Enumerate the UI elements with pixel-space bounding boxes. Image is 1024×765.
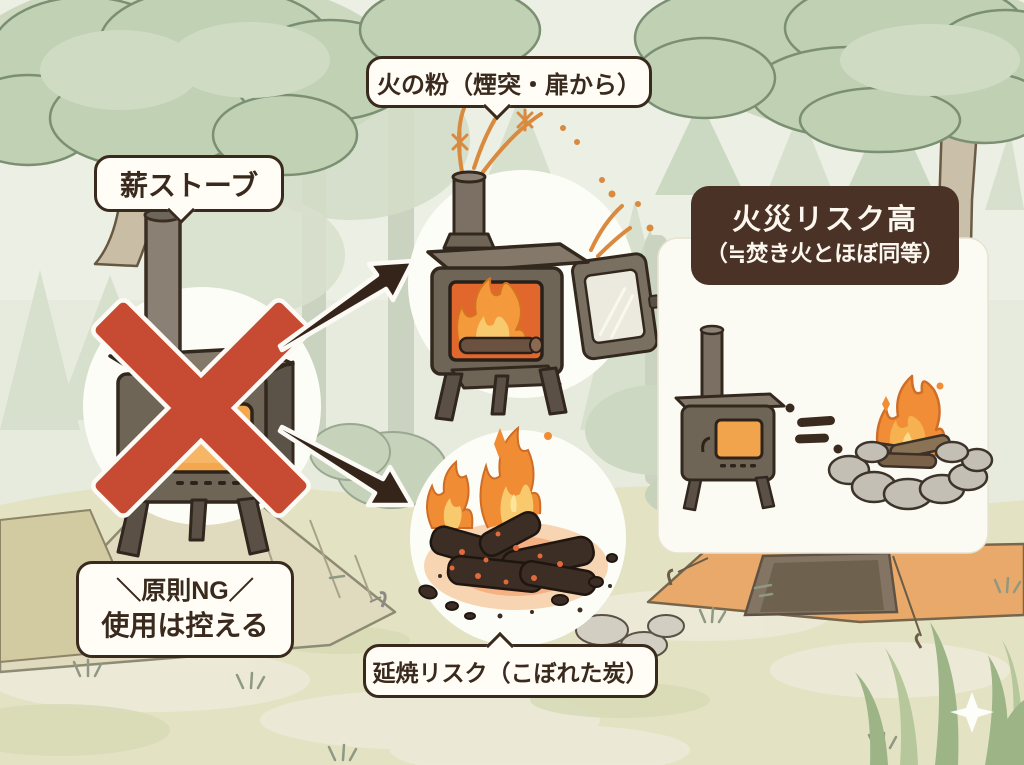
open-stove-door <box>571 252 661 361</box>
campfire-ring-icon <box>827 374 994 511</box>
tall-grass-clump <box>855 622 1024 765</box>
prohibition-x-icon <box>91 298 311 518</box>
tree-top-left <box>0 0 542 268</box>
approx-equal-symbol <box>785 403 843 454</box>
stove-label-text: 薪ストーブ <box>119 169 259 201</box>
arrow-up-right-icon <box>277 258 416 353</box>
grass-tufts <box>72 574 1022 762</box>
ng-warning-box: ＼原則NG／ 使用は控える <box>76 561 294 658</box>
ng-warning-line2: 使用は控える <box>101 609 269 641</box>
comparison-panel <box>657 237 994 554</box>
small-stove-icon <box>674 324 786 512</box>
sparks-label-text: 火の粉（煙突・扉から） <box>377 71 641 99</box>
ember-risk-label-bubble: 延焼リスク（こぼれた炭） <box>363 631 658 698</box>
sparks-label-bubble: 火の粉（煙突・扉から） <box>366 56 652 121</box>
spilled-embers-icon <box>418 425 618 620</box>
ng-warning-line1: ＼原則NG／ <box>116 577 254 606</box>
stove-label-bubble: 薪ストーブ <box>94 155 284 225</box>
tent-orange <box>646 542 1024 649</box>
spark-asterisk-icon <box>451 108 534 154</box>
ember-risk-label-text: 延焼リスク（こぼれた炭） <box>372 660 649 686</box>
sparkle-icon <box>950 692 994 733</box>
stove-with-sparks-icon <box>426 80 661 422</box>
fire-risk-badge-line1: 火災リスク高 <box>731 204 918 237</box>
fire-risk-badge: 火災リスク高 （≒焚き火とほぼ同等） <box>691 186 959 285</box>
fire-risk-badge-line2: （≒焚き火とほぼ同等） <box>705 241 945 267</box>
arrow-down-right-icon <box>277 424 415 508</box>
arrows <box>277 258 416 508</box>
